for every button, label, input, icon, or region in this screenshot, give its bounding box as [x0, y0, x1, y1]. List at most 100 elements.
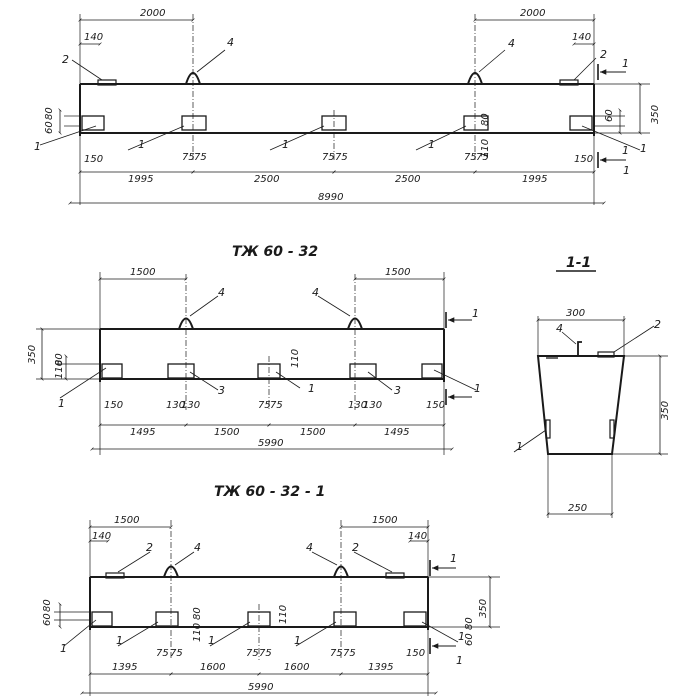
callout-label: 1 — [208, 634, 215, 647]
section-title: 1-1 — [566, 255, 591, 271]
callout-label: 1 — [474, 382, 481, 395]
dim-text: 1500 — [114, 515, 139, 526]
dim-text: 2000 — [140, 8, 165, 19]
dim-text: 75 — [476, 152, 489, 163]
beam-2-title: ТЖ 60 - 32 — [232, 244, 318, 260]
dim-text: 130 — [181, 400, 200, 411]
dim-text: 110 — [192, 623, 203, 642]
dim-text: 130 — [348, 400, 367, 411]
dim-text: 110 — [480, 139, 491, 158]
dim-text: 350 — [650, 105, 661, 124]
callout-label: 4 — [306, 541, 313, 554]
callout-label: 1 — [282, 138, 289, 151]
callout-label: 4 — [194, 541, 201, 554]
dim-text: 150 — [104, 400, 123, 411]
callout-label: 4 — [227, 36, 234, 49]
dim-text: 75 — [170, 648, 183, 659]
callout-label: 2 — [600, 48, 607, 61]
callout-label: 2 — [654, 318, 661, 331]
side-plate — [545, 419, 551, 439]
beam-1-drawing: 2000 2000 140 140 60 80 350 110 80 60 15… — [34, 8, 661, 205]
dim-text: 250 — [568, 503, 587, 514]
support-plate — [81, 115, 105, 131]
dim-text: 1500 — [130, 267, 155, 278]
callout-label: 3 — [394, 384, 401, 397]
support-plate — [403, 611, 427, 627]
dim-text: 1500 — [372, 515, 397, 526]
callout-label: 1 — [622, 57, 629, 70]
dim-text: 60 — [42, 613, 53, 626]
callout-label: 1 — [516, 440, 523, 453]
dim-text-total: 5990 — [258, 438, 283, 449]
side-plate — [609, 419, 615, 439]
callout-label: 2 — [146, 541, 153, 554]
dim-text: 80 — [480, 113, 491, 126]
dim-text: 1500 — [300, 427, 325, 438]
dim-text: 130 — [166, 400, 185, 411]
callout-label: 1 — [34, 140, 41, 153]
dim-text: 1995 — [522, 174, 547, 185]
callout-label: 1 — [450, 552, 457, 565]
dim-text: 2500 — [254, 174, 279, 185]
embedded-plate — [105, 572, 125, 579]
dim-text: 350 — [478, 599, 489, 618]
dim-text: 75 — [322, 152, 335, 163]
callout-label: 1 — [58, 397, 65, 410]
support-plate — [101, 363, 123, 379]
section-1-1-drawing: 1-1 300 350 250 4 2 — [513, 255, 671, 518]
dim-text: 1995 — [128, 174, 153, 185]
callout-label: 1 — [623, 164, 630, 177]
callout-label: 1 — [622, 144, 629, 157]
callout-label: 2 — [62, 53, 69, 66]
dim-text: 1500 — [214, 427, 239, 438]
dim-text-total: 8990 — [318, 192, 343, 203]
dim-text: 80 — [192, 607, 203, 620]
dim-text: 60 — [604, 109, 615, 122]
beam-3-title: ТЖ 60 - 32 - 1 — [214, 484, 325, 500]
dim-text: 140 — [408, 531, 427, 542]
callout-label: 1 — [60, 642, 67, 655]
dim-text: 140 — [84, 32, 103, 43]
dim-text: 110 — [278, 605, 289, 624]
dim-text: 75 — [335, 152, 348, 163]
support-plate — [569, 115, 593, 131]
support-plate — [349, 363, 377, 379]
callout-label: 3 — [218, 384, 225, 397]
callout-label: 4 — [508, 37, 515, 50]
dim-text: 130 — [363, 400, 382, 411]
embedded-plate — [97, 79, 117, 86]
dim-text: 150 — [574, 154, 593, 165]
dim-text: 140 — [92, 531, 111, 542]
lifting-loop — [577, 341, 582, 356]
support-plate — [333, 611, 357, 627]
callout-label: 1 — [428, 138, 435, 151]
dim-text: 110 — [54, 360, 65, 379]
callout-label: 4 — [312, 286, 319, 299]
dim-text: 140 — [572, 32, 591, 43]
dim-text: 80 — [464, 617, 475, 630]
dim-text: 80 — [44, 107, 55, 120]
dim-text: 75 — [156, 648, 169, 659]
embedded-plate — [559, 79, 579, 86]
dim-text: 75 — [464, 152, 477, 163]
dim-text: 150 — [84, 154, 103, 165]
callout-label: 1 — [116, 634, 123, 647]
dim-text: 80 — [42, 599, 53, 612]
callout-label: 1 — [472, 307, 479, 320]
dim-text: 350 — [27, 345, 38, 364]
support-plate — [463, 115, 489, 131]
dim-text: 1600 — [200, 662, 225, 673]
dim-text: 75 — [182, 152, 195, 163]
callout-label: 1 — [138, 138, 145, 151]
dim-text: 350 — [660, 401, 671, 420]
callout-label: 1 — [456, 654, 463, 667]
beam-2-drawing: ТЖ 60 - 32 — [27, 244, 481, 455]
dim-text: 75 — [270, 400, 283, 411]
dim-text: 110 — [290, 349, 301, 368]
callout-label: 2 — [352, 541, 359, 554]
dim-text: 60 — [464, 633, 475, 646]
dim-text: 1495 — [384, 427, 409, 438]
dim-text: 1495 — [130, 427, 155, 438]
dim-text: 75 — [330, 648, 343, 659]
callout-label: 1 — [458, 630, 465, 643]
